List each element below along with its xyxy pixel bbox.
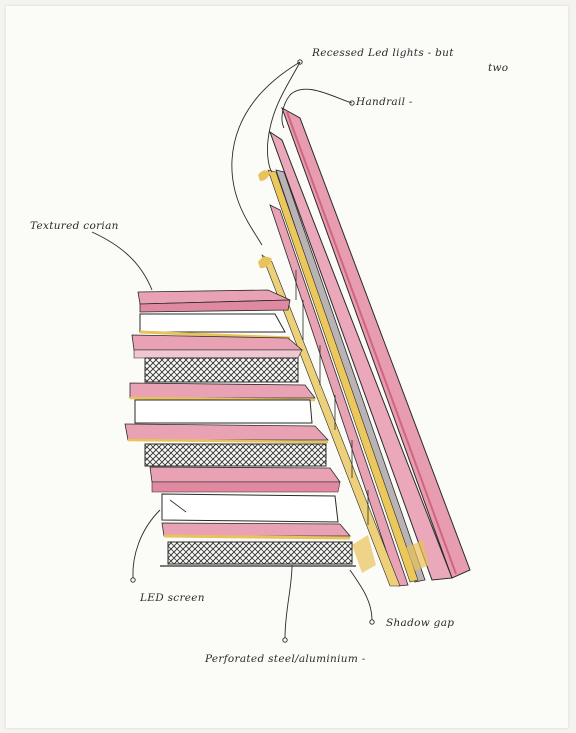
perforated-panel (168, 542, 352, 564)
perforated-panel (145, 444, 326, 466)
label-handrail: Handrail - (356, 96, 413, 108)
label-shadow-gap: Shadow gap (386, 617, 454, 629)
stair-step (130, 383, 315, 423)
stair-step (132, 335, 302, 382)
led-screen-panel (135, 400, 312, 423)
label-led-screen: LED screen (140, 592, 205, 604)
perforated-panel (145, 358, 298, 382)
leader-led-screen (133, 510, 160, 578)
label-perforated: Perforated steel/aluminium - (205, 653, 366, 665)
stair-step (138, 290, 290, 338)
stair-step (150, 467, 340, 522)
led-screen-panel (140, 314, 285, 332)
label-recessed-led-lights-cont: two (488, 62, 508, 74)
label-recessed-led-lights: Recessed Led lights - but (312, 47, 454, 59)
stair-step (160, 523, 356, 566)
led-screen-panel (162, 494, 338, 522)
leader-textured-corian (92, 232, 152, 290)
leader-shadow-gap (350, 570, 372, 620)
leader-perforated (285, 565, 292, 638)
stair-step (125, 424, 328, 466)
label-textured-corian: Textured corian (30, 220, 119, 232)
